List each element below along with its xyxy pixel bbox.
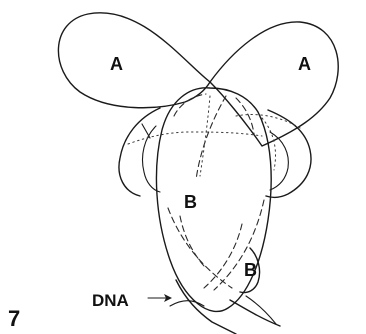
tail-right-2 [246, 296, 276, 324]
dna-strand-1 [176, 280, 236, 334]
hidden-contour-4 [204, 224, 242, 288]
lobe-a-right [210, 22, 338, 146]
hidden-contour-1 [196, 96, 226, 180]
label-a-left: A [110, 54, 123, 74]
label-b-center: B [184, 192, 197, 212]
arm-left-tick [142, 124, 150, 138]
label-a-right: A [298, 54, 311, 74]
tail-right [230, 300, 280, 326]
figure-number: 7 [8, 306, 20, 331]
label-b-lower: B [244, 260, 257, 280]
label-dna: DNA [92, 291, 129, 310]
hidden-contour-6 [174, 94, 206, 116]
hidden-contour-5 [180, 216, 204, 266]
arm-left-outer [119, 108, 160, 196]
dotted-contour-4 [200, 96, 210, 176]
hidden-contour-3 [168, 208, 232, 288]
